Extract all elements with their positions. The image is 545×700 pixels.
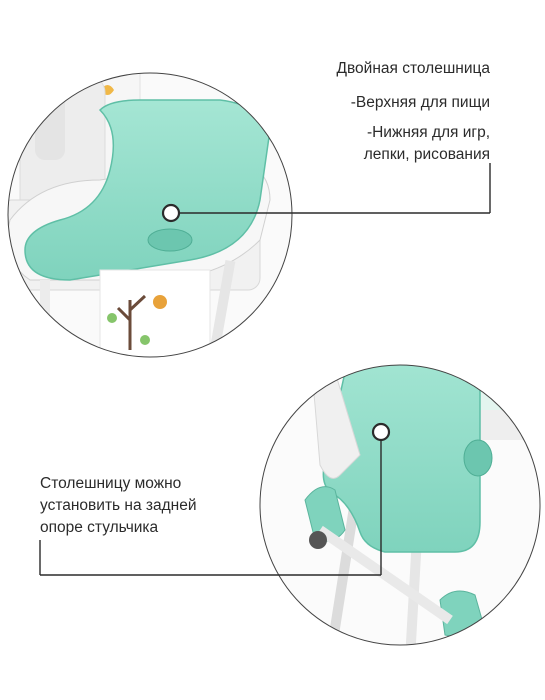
top-pointer (161, 163, 491, 223)
upper-tray-text: -Верхняя для пищи (350, 94, 490, 111)
rear-mount-text: Столешницу можно установить на задней оп… (40, 473, 197, 539)
wheel-icon (309, 531, 327, 549)
rear-mount-text-line-2: установить на задней (40, 497, 197, 514)
bottom-pointer (39, 422, 391, 576)
upper-tray (24, 99, 271, 281)
bottom-circle-photo (260, 365, 540, 669)
top-circle-photo (8, 73, 292, 357)
rear-mount-text-line-1: Столешницу можно (40, 475, 182, 492)
wheel-icon (436, 651, 454, 669)
rear-mount-text-line-3: опоре стульчика (40, 519, 159, 536)
tree-monkey-icon (107, 294, 167, 350)
lower-tray-text: -Нижняя для игр, лепки, рисования (364, 122, 490, 166)
lower-tray-text-line-2: лепки, рисования (363, 146, 490, 163)
lower-tray-text-line-1: -Нижняя для игр, (366, 124, 490, 141)
leaf-pattern-icon (100, 85, 114, 95)
double-tabletop-heading: Двойная столешница (336, 60, 491, 77)
